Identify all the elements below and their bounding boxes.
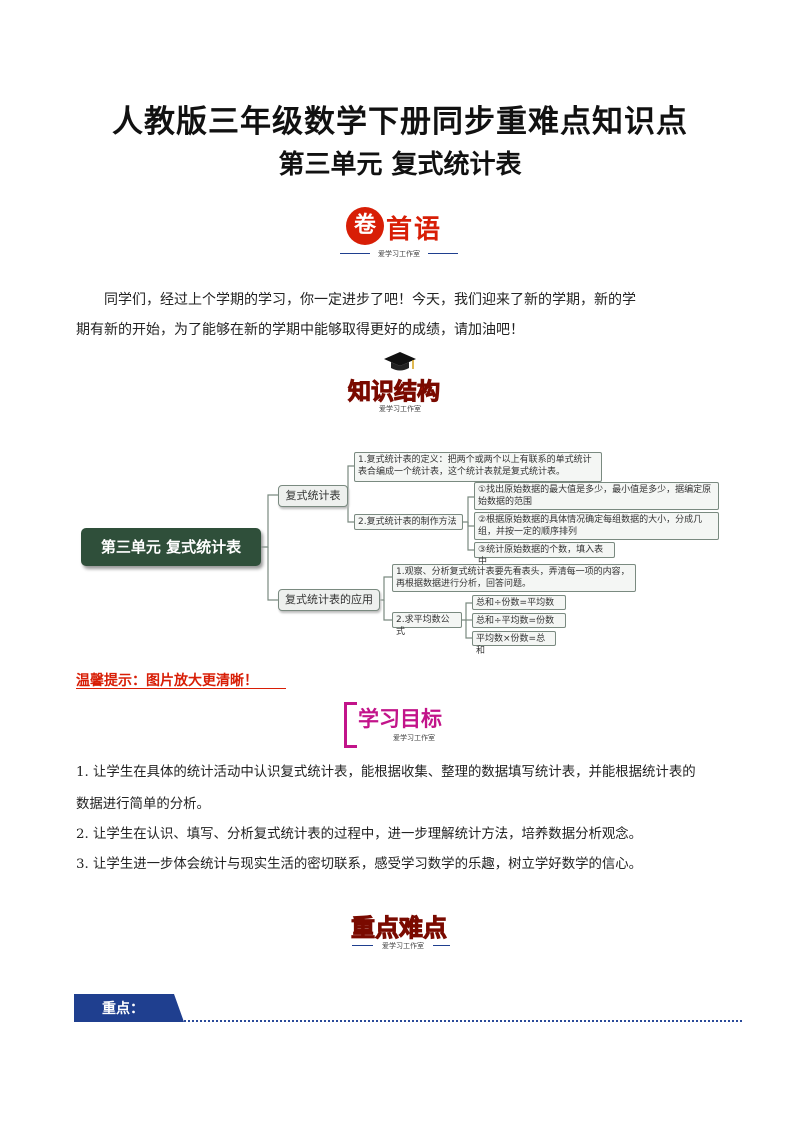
- xuexi-bracket: [344, 702, 357, 748]
- graduation-cap-icon: [384, 352, 416, 371]
- page-subtitle: 第三单元 复式统计表: [278, 150, 522, 180]
- mindmap-b2-sub2: 总和÷平均数=份数: [472, 613, 566, 628]
- xuexi-text: 学习目标: [358, 707, 442, 731]
- tip-text: 温馨提示：图片放大更清晰！: [76, 673, 258, 689]
- juan-sub: 爱学习工作室: [370, 249, 428, 259]
- juan-badge: 卷 首语 爱学习工作室: [340, 205, 465, 265]
- xuexi-sub: 爱学习工作室: [393, 734, 435, 742]
- zhishi-sub: 爱学习工作室: [379, 405, 421, 413]
- mindmap-root: 第三单元 复式统计表: [81, 528, 261, 566]
- mindmap-b2-item1: 1.观察、分析复式统计表要先看表头，弄清每一项的内容，再根据数据进行分析，回答问…: [392, 564, 636, 592]
- section-header-label: 重点：: [102, 1001, 144, 1017]
- page-title: 人教版三年级数学下册同步重难点知识点: [112, 104, 688, 140]
- mindmap-b2-sub3: 平均数×份数=总和: [472, 631, 556, 656]
- zhongdian-sub: 爱学习工作室: [373, 941, 433, 951]
- zhishi-text: 知识结构: [348, 379, 441, 406]
- tip-underline: [76, 688, 286, 689]
- zhongdian-text: 重点难点: [351, 914, 448, 943]
- intro-line-2: 期有新的开始，为了能够在新的学期中能够取得更好的成绩，请加油吧！: [76, 322, 524, 338]
- mindmap-b1-sub3: ③统计原始数据的个数，填入表中: [474, 542, 615, 567]
- goal-line-1: 1. 让学生在具体的统计活动中认识复式统计表，能根据收集、整理的数据填写统计表，…: [76, 765, 696, 780]
- mindmap-b2-item2: 2.求平均数公式: [392, 612, 462, 637]
- zhishi-badge: 知识结构 爱学习工作室: [345, 350, 455, 420]
- mindmap-b1-sub2: ②根据原始数据的具体情况确定每组数据的大小，分成几组，并按一定的顺序排列: [474, 512, 719, 540]
- mindmap-branch-2: 复式统计表的应用: [278, 589, 380, 611]
- intro-line-1: 同学们，经过上个学期的学习，你一定进步了吧！今天，我们迎来了新的学期，新的学: [104, 292, 636, 308]
- goal-line-4: 3. 让学生进一步体会统计与现实生活的密切联系，感受学习数学的乐趣，树立学好数学…: [76, 857, 643, 872]
- xuexi-badge: 学习目标 爱学习工作室: [344, 700, 459, 748]
- goal-line-3: 2. 让学生在认识、填写、分析复式统计表的过程中，进一步理解统计方法，培养数据分…: [76, 827, 643, 842]
- juan-text: 首语: [386, 215, 443, 245]
- goal-line-2: 数据进行简单的分析。: [76, 797, 210, 812]
- mindmap-b1-sub1: ①找出原始数据的最大值是多少，最小值是多少，据编定原始数据的范围: [474, 482, 719, 510]
- juan-circle: 卷: [346, 207, 384, 245]
- zhongdian-badge: 重点难点 爱学习工作室: [348, 908, 458, 954]
- mindmap-branch-1: 复式统计表: [278, 485, 348, 507]
- mindmap-b1-item2: 2.复式统计表的制作方法: [354, 514, 463, 530]
- section-header-bar: [74, 994, 184, 1022]
- mindmap-b2-sub1: 总和÷份数=平均数: [472, 595, 566, 610]
- section-dotted-rule: [184, 1020, 742, 1022]
- mindmap-b1-item1: 1.复式统计表的定义：把两个或两个以上有联系的单式统计表合编成一个统计表，这个统…: [354, 452, 602, 482]
